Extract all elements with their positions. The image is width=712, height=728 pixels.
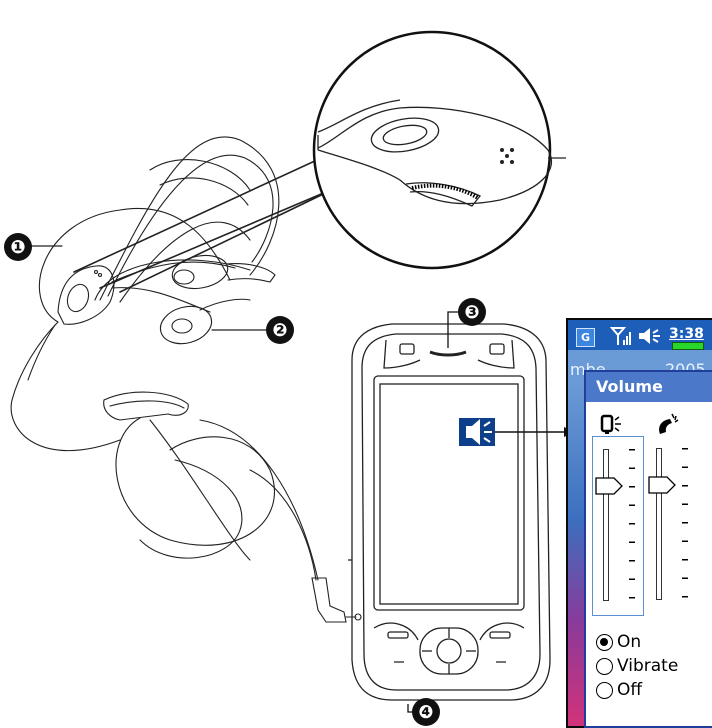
system-volume-slider[interactable] <box>592 436 644 616</box>
callout-3: ❸ <box>458 298 486 326</box>
background-app-edge <box>568 382 584 726</box>
battery-icon <box>672 342 704 350</box>
headset-loop-left <box>99 136 280 301</box>
option-on[interactable]: On <box>596 632 641 652</box>
option-vibrate[interactable]: Vibrate <box>596 656 678 676</box>
option-off[interactable]: Off <box>596 680 642 700</box>
phone-ring-icon <box>659 413 679 434</box>
taskbar: G 3:38 <box>568 320 712 350</box>
slider-thumb-ringer[interactable] <box>648 476 676 494</box>
option-vibrate-label: Vibrate <box>617 656 679 676</box>
network-badge: G <box>576 328 595 347</box>
phone-device <box>348 323 551 701</box>
ringer-volume-slider[interactable] <box>646 436 696 614</box>
inline-control-outline <box>57 265 115 325</box>
slider-thumb[interactable] <box>595 477 623 495</box>
audio-plug <box>311 577 347 623</box>
signal-icon[interactable] <box>610 326 632 346</box>
volume-title: Volume <box>586 372 712 402</box>
device-speaker-icon <box>600 414 621 434</box>
magnified-control-view <box>312 30 566 270</box>
speaker-icon[interactable] <box>638 327 662 345</box>
radio-vibrate[interactable] <box>596 657 613 675</box>
earbud-upper <box>171 254 229 290</box>
cord-clip <box>103 391 189 421</box>
volume-dialog: Volume On <box>584 370 712 728</box>
radio-off[interactable] <box>596 681 613 699</box>
clock[interactable]: 3:38 <box>669 326 704 342</box>
option-on-label: On <box>617 632 642 652</box>
volume-popup-screenshot: G 3:38 mbe 2005 tio Volume <box>566 318 712 728</box>
radio-on[interactable] <box>596 633 613 651</box>
speaker-volume-icon <box>459 418 495 446</box>
neckband-loop <box>38 208 231 323</box>
option-off-label: Off <box>617 680 643 700</box>
callout-1: ❶ <box>4 233 32 261</box>
callout-2: ❷ <box>266 316 294 344</box>
callout-4: ❹ <box>412 698 440 726</box>
earbud-lower <box>159 305 213 345</box>
